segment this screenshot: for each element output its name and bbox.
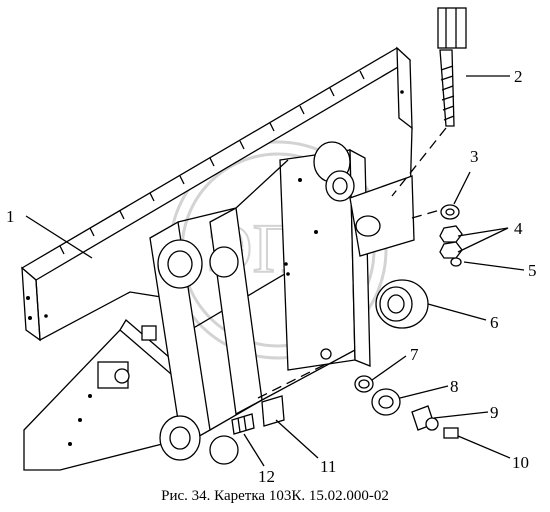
label-2: 2: [514, 67, 523, 86]
lower-bracket-plate: [23, 319, 185, 471]
label-3: 3: [470, 147, 479, 166]
small-parts-7-10: [354, 375, 459, 439]
figure-caption: Рис. 34. Каретка 103К. 15.02.000-02: [161, 488, 389, 504]
fastener-set-3-5: [439, 204, 463, 267]
label-5: 5: [528, 261, 537, 280]
label-6: 6: [490, 313, 499, 332]
label-9: 9: [490, 403, 499, 422]
label-8: 8: [450, 377, 459, 396]
bearing-part-6: [375, 279, 429, 329]
block-and-screw-11-12: [231, 395, 285, 435]
label-4: 4: [514, 219, 523, 238]
bolt-part-2: [437, 7, 467, 127]
label-7: 7: [410, 345, 419, 364]
label-12: 12: [258, 467, 275, 486]
label-11: 11: [320, 457, 336, 476]
part-labels: 1 2 3 4 5 6 7 8 9 10 11 12: [6, 67, 537, 486]
carriage-drawing: ЭПС: [6, 7, 537, 486]
assembly-dash-lines: [257, 127, 447, 399]
frame-rollers: [157, 141, 355, 465]
label-1: 1: [6, 207, 15, 226]
side-bracket: [349, 175, 415, 257]
leader-lines: [25, 75, 525, 467]
label-10: 10: [512, 453, 529, 472]
